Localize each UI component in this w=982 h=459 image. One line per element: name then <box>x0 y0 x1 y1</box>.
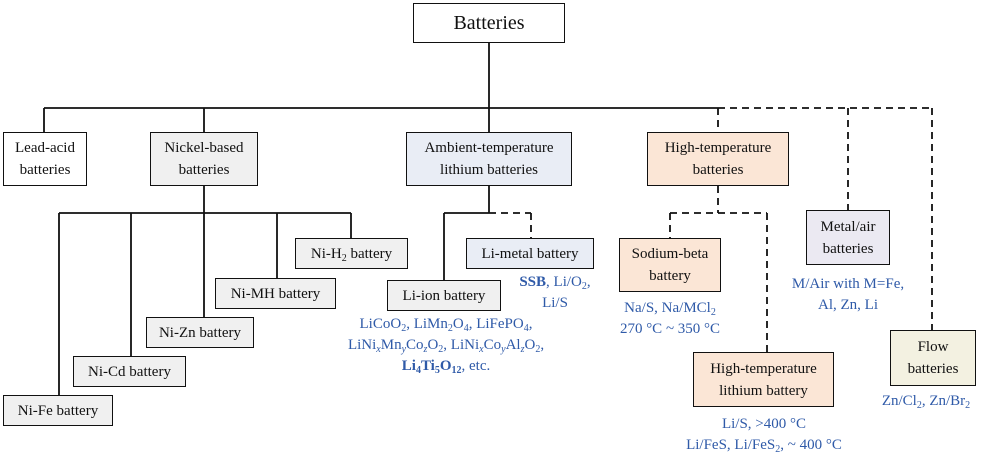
sodium-beta-note-line2: 270 °C ~ 350 °C <box>619 321 721 337</box>
lead-acid-line1: Lead-acid <box>15 140 75 156</box>
metal-air-note-line2: Al, Zn, Li <box>818 297 878 313</box>
ht-lithium-note: Li/S, >400 °C Li/FeS, Li/FeS2, ~ 400 °C <box>662 414 866 456</box>
flow-box: Flow batteries <box>890 330 976 386</box>
ni-zn-box: Ni-Zn battery <box>146 317 254 348</box>
lead-acid-box: Lead-acid batteries <box>3 132 87 186</box>
sodium-beta-box: Sodium-beta battery <box>619 238 721 292</box>
nickel-based-box: Nickel-based batteries <box>150 132 258 186</box>
high-temperature-box: High-temperature batteries <box>647 132 789 186</box>
ni-fe-box: Ni-Fe battery <box>3 395 113 426</box>
ht-lithium-note-line2: Li/FeS, Li/FeS2, ~ 400 °C <box>686 437 842 455</box>
flow-note-line1: Zn/Cl2, Zn/Br2 <box>881 393 971 411</box>
sodium-beta-note: Na/S, Na/MCl2 270 °C ~ 350 °C <box>604 298 736 340</box>
li-ion-note-line3: Li4Ti5O12, etc. <box>401 358 491 376</box>
li-ion-note-line1: LiCoO2, LiMn2O4, LiFePO4, <box>359 316 533 334</box>
root-label: Batteries <box>453 12 525 34</box>
ambient-line1: Ambient-temperature <box>424 140 554 156</box>
ni-cd-box: Ni-Cd battery <box>73 356 186 387</box>
flow-line2: batteries <box>907 361 959 377</box>
sodium-beta-line2: battery <box>649 268 691 284</box>
ni-mh-box: Ni-MH battery <box>215 278 336 309</box>
flow-line1: Flow <box>917 339 949 355</box>
li-ion-label: Li-ion battery <box>402 287 486 304</box>
ambient-line2: lithium batteries <box>440 162 538 178</box>
lead-acid-line2: batteries <box>19 162 71 178</box>
metal-air-box: Metal/air batteries <box>806 210 890 265</box>
li-metal-label: Li-metal battery <box>481 245 579 262</box>
batteries-root-box: Batteries <box>413 3 565 43</box>
metal-air-line1: Metal/air <box>820 218 876 235</box>
high-temp-line1: High-temperature <box>664 140 772 156</box>
ht-lithium-note-line1: Li/S, >400 °C <box>721 416 807 432</box>
ht-lithium-line1: High-temperature <box>710 360 817 377</box>
high-temp-line2: batteries <box>692 162 744 178</box>
ni-cd-label: Ni-Cd battery <box>88 363 171 380</box>
li-ion-note-line2: LiNixMnyCozO2, LiNixCoyAlzO2, <box>347 337 545 355</box>
ht-lithium-line2: lithium battery <box>719 382 808 399</box>
metal-air-line2: batteries <box>822 240 874 257</box>
li-metal-note: SSB, Li/O2, Li/S <box>508 272 602 314</box>
ni-fe-label: Ni-Fe battery <box>17 402 99 419</box>
sodium-beta-note-line1: Na/S, Na/MCl2 <box>624 300 716 318</box>
li-ion-note: LiCoO2, LiMn2O4, LiFePO4, LiNixMnyCozO2,… <box>326 314 566 377</box>
li-ion-box: Li-ion battery <box>387 280 501 311</box>
nickel-line2: batteries <box>178 162 230 178</box>
li-metal-box: Li-metal battery <box>466 238 594 269</box>
metal-air-note-line1: M/Air with M=Fe, <box>791 276 905 292</box>
li-metal-note-line2: Li/S <box>542 295 568 311</box>
metal-air-note: M/Air with M=Fe, Al, Zn, Li <box>776 274 920 316</box>
nickel-line1: Nickel-based <box>164 140 244 156</box>
ht-lithium-box: High-temperature lithium battery <box>693 352 834 407</box>
ni-h2-box: Ni-H2 battery <box>295 238 408 269</box>
ni-h2-label: Ni-H2 battery <box>310 245 393 264</box>
ambient-lithium-box: Ambient-temperature lithium batteries <box>406 132 572 186</box>
sodium-beta-line1: Sodium-beta <box>631 246 709 262</box>
ni-zn-label: Ni-Zn battery <box>158 324 242 341</box>
ni-mh-label: Ni-MH battery <box>230 285 321 302</box>
li-metal-note-line1: SSB, Li/O2, <box>519 274 591 292</box>
flow-note: Zn/Cl2, Zn/Br2 <box>872 391 980 412</box>
